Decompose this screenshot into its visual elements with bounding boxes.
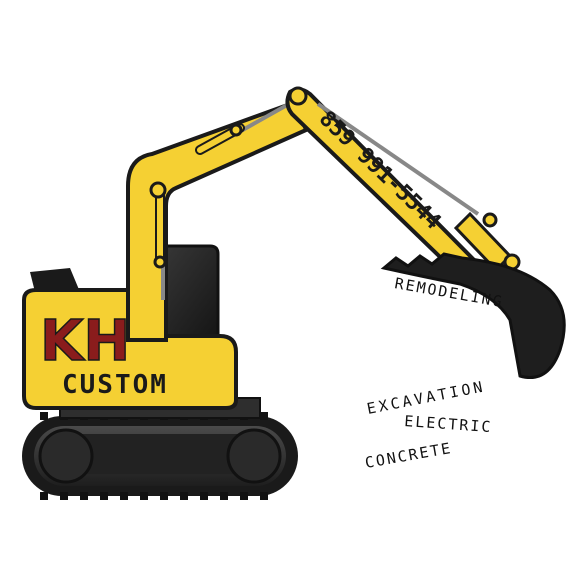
service-concrete: CONCRETE [364, 439, 454, 472]
logo-name: CUSTOM [62, 370, 168, 400]
excavator-body [22, 288, 238, 410]
service-excavation: EXCAVATION [365, 377, 487, 418]
phone-number: 859 991-5544 [314, 106, 446, 234]
logo-initials: KH [40, 309, 130, 374]
track [22, 412, 298, 500]
bucket [380, 252, 566, 379]
service-electric: ELECTRIC [404, 412, 493, 436]
